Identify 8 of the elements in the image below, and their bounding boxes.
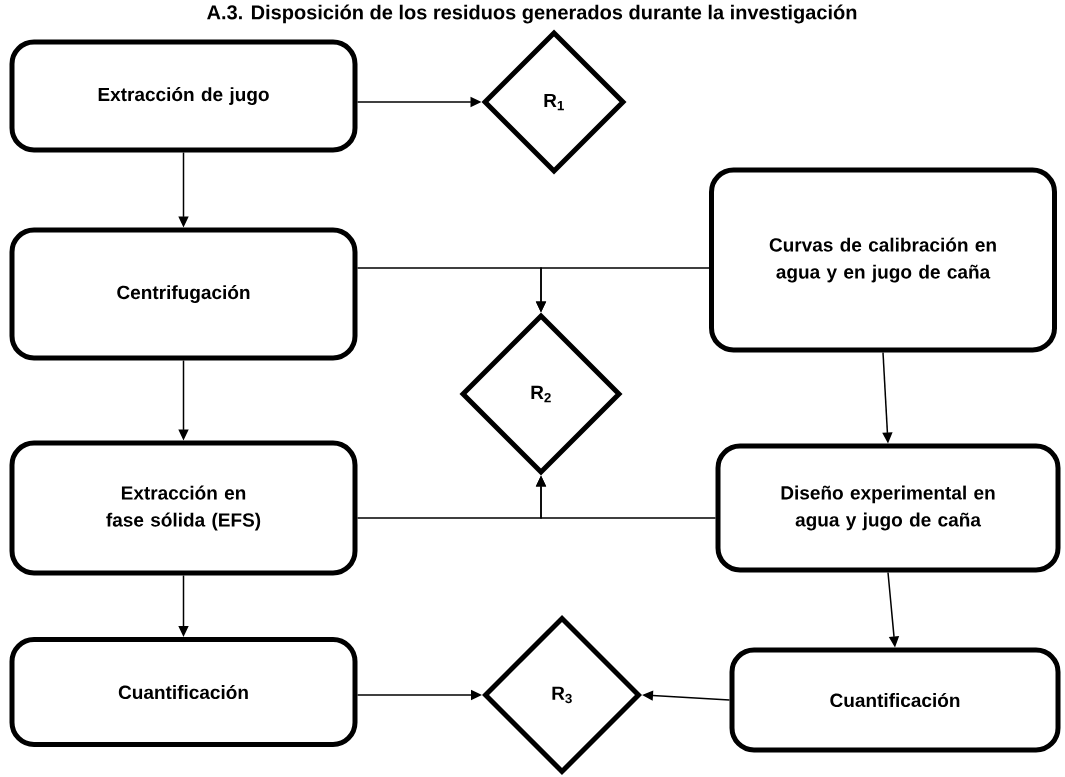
process-box: Centrifugación xyxy=(9,227,358,361)
process-box: Cuantificación xyxy=(729,647,1061,753)
process-box: Diseño experimental en agua y jugo de caña xyxy=(715,443,1061,573)
title: A.3. Disposición de los residuos generados durante la investigación xyxy=(207,4,857,24)
process-box: Cuantificación xyxy=(9,637,358,747)
process-box: Curvas de calibración en agua y en jugo de caña xyxy=(709,167,1057,353)
process-box: Extracción de jugo xyxy=(9,39,358,153)
process-box: Extracción en fase sólida (EFS) xyxy=(9,440,358,576)
